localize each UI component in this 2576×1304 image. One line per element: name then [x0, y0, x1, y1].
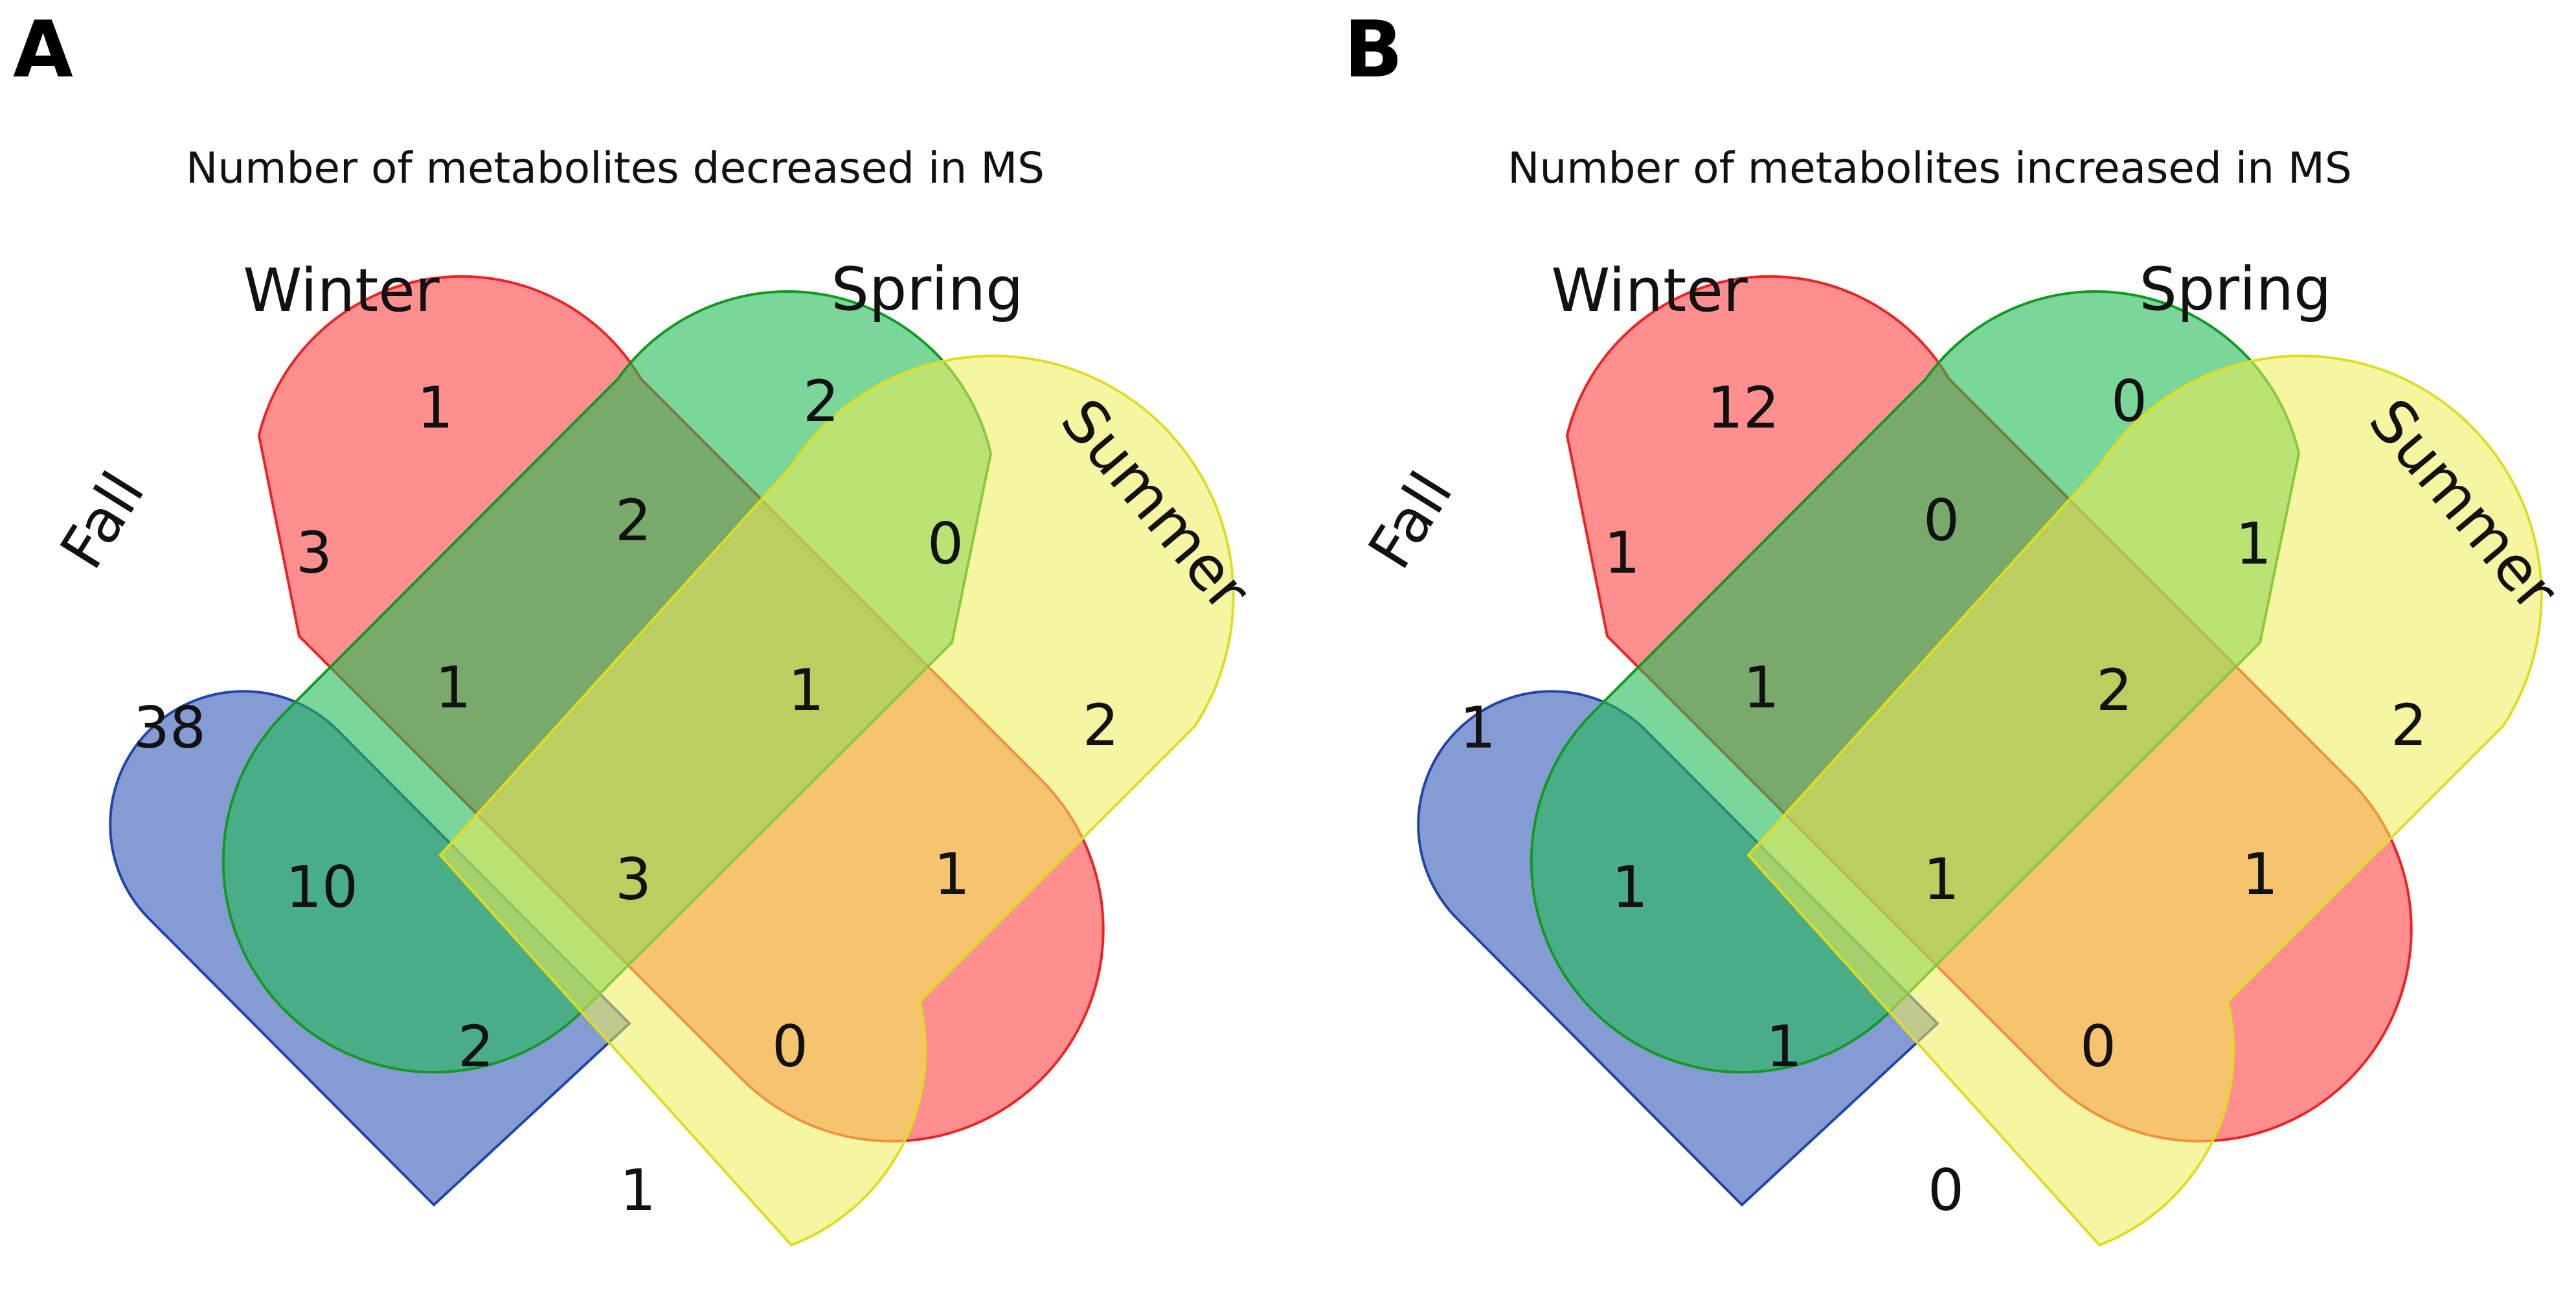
- count-summer-only: 2: [1083, 692, 1119, 759]
- count-winter-spring: 2: [615, 487, 651, 554]
- count-fall-winter: 3: [296, 520, 332, 586]
- count-fall-winter-spring: 1: [435, 654, 471, 721]
- set-summer-shape: [438, 354, 1235, 1247]
- set-label-winter: Winter: [243, 256, 439, 325]
- diagram-title: Number of metabolites increased in MS: [1508, 143, 2352, 193]
- count-all-four: 3: [615, 846, 651, 913]
- count-fall-winter-summer: 0: [772, 1013, 808, 1080]
- count-spring-only: 2: [803, 368, 839, 435]
- count-spring-summer: 0: [927, 510, 964, 577]
- set-label-winter: Winter: [1551, 256, 1747, 325]
- venn-panel-a: A Number of metabolites decreased in MS …: [13, 5, 1263, 1247]
- count-fall-only: 1: [1460, 694, 1496, 761]
- count-fall-spring-summer: 1: [1766, 1013, 1802, 1080]
- count-fall-summer: 0: [1928, 1157, 1964, 1224]
- count-winter-spring-summer: 2: [2096, 657, 2132, 724]
- count-winter-summer: 1: [2242, 841, 2278, 908]
- count-winter-spring-summer: 1: [788, 657, 824, 724]
- panel-letter: A: [13, 5, 73, 95]
- panel-letter: B: [1344, 5, 1403, 95]
- count-winter-only: 1: [417, 374, 453, 441]
- count-winter-summer: 1: [934, 841, 970, 908]
- set-label-spring: Spring: [2140, 255, 2332, 324]
- set-summer-shape: [1746, 354, 2543, 1247]
- venn-panel-b: B Number of metabolites increased in MS …: [1344, 5, 2571, 1247]
- set-label-fall: Fall: [1355, 461, 1466, 581]
- set-label-fall: Fall: [47, 461, 158, 581]
- count-fall-summer: 1: [620, 1157, 656, 1224]
- count-winter-spring: 0: [1923, 487, 1960, 554]
- count-winter-only: 12: [1707, 374, 1779, 441]
- count-spring-summer: 1: [2235, 510, 2272, 577]
- count-fall-winter-spring: 1: [1743, 654, 1779, 721]
- count-fall-spring-summer: 2: [458, 1013, 494, 1080]
- count-summer-only: 2: [2391, 692, 2427, 759]
- diagram-title: Number of metabolites decreased in MS: [186, 143, 1045, 193]
- count-all-four: 1: [1923, 846, 1960, 913]
- count-fall-winter: 1: [1604, 520, 1640, 586]
- count-fall-spring: 10: [286, 854, 358, 921]
- count-fall-winter-summer: 0: [2080, 1013, 2116, 1080]
- count-spring-only: 0: [2111, 368, 2147, 435]
- count-fall-only: 38: [133, 694, 206, 761]
- count-fall-spring: 1: [1612, 854, 1648, 921]
- set-label-spring: Spring: [831, 255, 1024, 324]
